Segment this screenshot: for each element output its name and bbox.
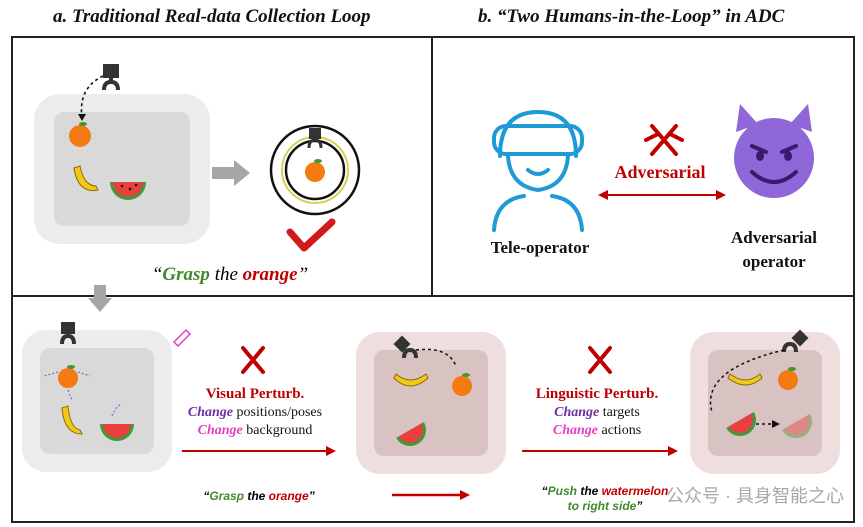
- gray-arrow-down: [88, 285, 112, 312]
- instruction2-verb: Push: [547, 484, 577, 498]
- quote-close: ”: [297, 264, 309, 285]
- instruction1-verb: Grasp: [209, 489, 244, 503]
- instruction-object: orange: [242, 264, 298, 285]
- adversarial-operator-label-1: Adversarial: [731, 228, 817, 247]
- quote-open: “: [151, 264, 163, 285]
- watermelon-icon: [110, 182, 146, 200]
- target-ring-graphic: [269, 124, 361, 216]
- tray-c2: [356, 332, 506, 474]
- instruction2-line2: to right side: [567, 499, 637, 513]
- panel-a-instruction: “Grasp the orange”: [120, 264, 340, 286]
- orange-icon: [778, 367, 798, 390]
- orange-icon: [58, 365, 78, 388]
- instruction-verb: Grasp: [162, 264, 210, 285]
- linguistic-line1-verb: Change: [554, 405, 600, 420]
- instruction2-the: the: [576, 484, 602, 498]
- adversarial-label: Adversarial: [614, 162, 706, 182]
- visual-line1-rest: positions/poses: [233, 405, 323, 420]
- linguistic-perturb-line2: Change actions: [522, 423, 672, 439]
- red-arrow-1: [182, 446, 336, 456]
- visual-perturb-title: Visual Perturb.: [205, 386, 305, 402]
- banana-icon: [73, 165, 99, 192]
- panel-c-instruction-1: “Grasp the orange”: [176, 489, 342, 503]
- banana-icon: [61, 405, 83, 435]
- pencil-icon: [172, 328, 192, 348]
- devil-icon: [734, 104, 814, 198]
- gripper-path-arrow: [80, 75, 104, 119]
- watermark-text: 公众号 · 具身智能之心: [666, 486, 844, 506]
- quote-close: ”: [636, 499, 643, 513]
- linguistic-perturb-title: Linguistic Perturb.: [535, 386, 659, 402]
- visual-line2-verb: Change: [197, 423, 243, 438]
- crossed-swords-icon: [241, 346, 265, 374]
- visual-line1-verb: Change: [187, 405, 234, 420]
- panel-c-instruction-2: “Push the watermelon to right side”: [520, 484, 690, 514]
- quote-open: “: [541, 484, 548, 498]
- banana-icon: [393, 373, 429, 387]
- gripper-icon: [102, 64, 120, 91]
- instruction2-object: watermelon: [601, 484, 669, 498]
- instruction-the: the: [209, 264, 243, 285]
- visual-perturb-line1: Change positions/poses: [172, 405, 338, 421]
- gray-arrow-right: [212, 160, 250, 186]
- checkmark-icon: [286, 218, 336, 252]
- watermelon-icon: [100, 424, 134, 441]
- panel-c-box: [11, 295, 855, 523]
- visual-perturb-line2: Change background: [172, 423, 338, 439]
- linguistic-line2-rest: actions: [597, 423, 642, 438]
- linguistic-line2-verb: Change: [552, 423, 598, 438]
- tray-c1: [22, 330, 172, 472]
- adversarial-double-arrow: [598, 190, 726, 200]
- orange-icon: [452, 373, 472, 396]
- visual-line2-rest: background: [242, 423, 313, 438]
- adversarial-operator-label-2: operator: [742, 252, 806, 271]
- gripper-icon: [393, 335, 418, 359]
- quote-open: “: [203, 489, 210, 503]
- crossed-swords-icon: [644, 124, 684, 156]
- watermelon-ghost-icon: [782, 414, 812, 438]
- watermelon-icon: [726, 412, 756, 436]
- teleoperator-icon: [492, 109, 584, 232]
- linguistic-perturb-line1: Change targets: [522, 405, 672, 421]
- orange-icon: [69, 122, 91, 147]
- banana-icon: [727, 373, 763, 386]
- linguistic-line1-rest: targets: [599, 405, 640, 420]
- panel-b-title: b. “Two Humans-in-the-Loop” in ADC: [478, 6, 785, 27]
- panel-a-title: a. Traditional Real-data Collection Loop: [53, 6, 371, 27]
- watermelon-icon: [396, 422, 426, 446]
- quote-close: ”: [308, 489, 315, 503]
- gripper-icon: [60, 322, 76, 345]
- instruction1-the: the: [244, 489, 269, 503]
- crossed-swords-icon: [588, 346, 612, 374]
- tray-c3: [690, 332, 840, 474]
- teleoperator-label: Tele-operator: [490, 238, 590, 257]
- gripper-icon: [782, 329, 809, 353]
- red-arrow-2: [522, 446, 678, 456]
- instruction1-object: orange: [268, 489, 309, 503]
- red-arrow-3: [392, 490, 470, 500]
